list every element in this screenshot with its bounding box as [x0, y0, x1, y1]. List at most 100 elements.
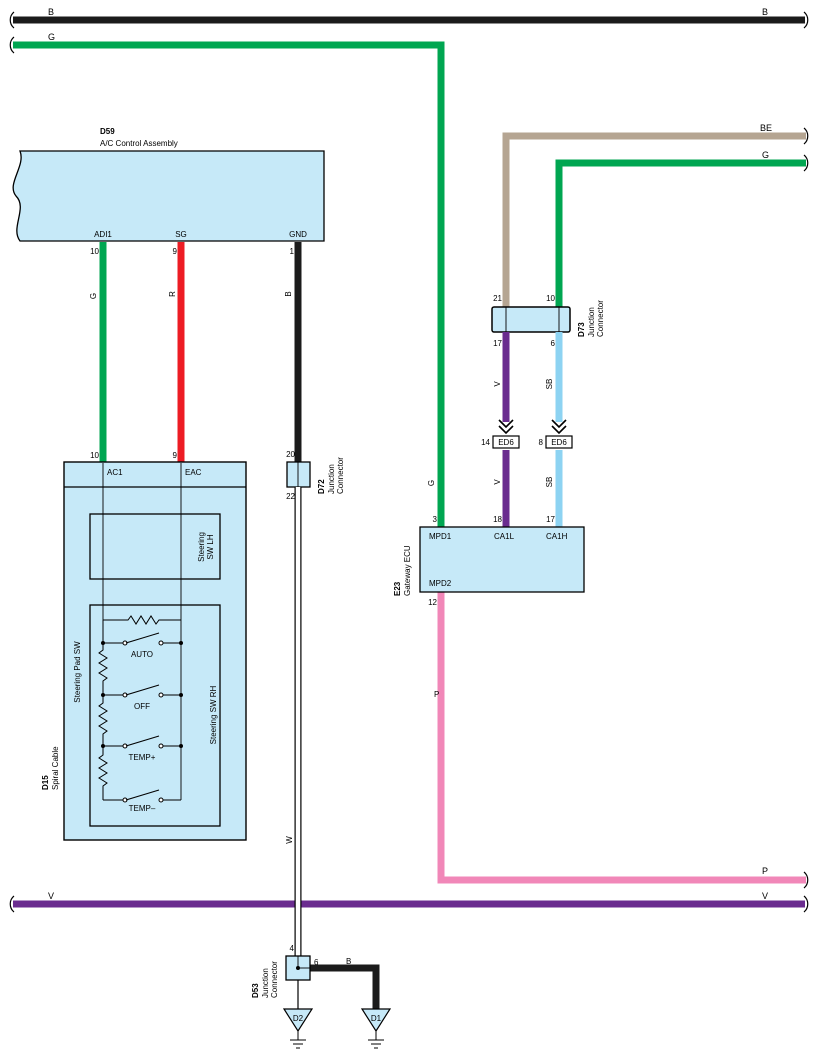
d72-line1: Junction — [327, 464, 336, 494]
d73-pin-6: 6 — [551, 339, 556, 348]
connector-ed6-b: ED6 8 — [539, 419, 573, 449]
d59-pin-adi1: ADI1 — [94, 230, 112, 239]
wire-label-d53-b: B — [346, 957, 351, 966]
ground-d1-triangle — [360, 1008, 392, 1033]
component-d53: B 4 6 D53 Junction Connector — [251, 944, 380, 1009]
wire-label-be-right: BE — [760, 123, 772, 133]
d59-name: A/C Control Assembly — [100, 139, 178, 148]
bus-wire-v: V V — [9, 891, 809, 913]
ed6-b-label: ED6 — [551, 438, 567, 447]
d53-code: D53 — [251, 983, 260, 998]
e23-pin-ca1h: CA1H — [546, 532, 568, 541]
e23-pinnum-ca1h: 17 — [546, 515, 555, 524]
d53-pin-4: 4 — [290, 944, 295, 953]
wire-label-b-right: B — [762, 7, 768, 17]
wire-break-right-be — [803, 127, 809, 145]
connector-ed6-a: ED6 14 — [481, 419, 520, 449]
d73-line2: Connector — [596, 300, 605, 337]
d59-pin-gnd: GND — [289, 230, 307, 239]
wire-label-b-left: B — [48, 7, 54, 17]
wire-p — [437, 592, 806, 884]
switch-temp-down: TEMP– — [103, 789, 181, 813]
wire-break-left-b — [9, 11, 15, 29]
bus-wire-b: B B — [9, 7, 809, 29]
wire-label-v-left: V — [48, 891, 54, 901]
d59-pinnum-sg: 9 — [173, 247, 178, 256]
wire-label-v-right: V — [762, 891, 768, 901]
d72-line2: Connector — [336, 457, 345, 494]
wire-label-d59-adi1: G — [89, 293, 98, 299]
d72-code: D72 — [317, 479, 326, 494]
ground-d2: D2 — [282, 1008, 314, 1049]
component-e23: 3 18 17 12 MPD1 CA1L CA1H MPD2 E23 Gatew… — [393, 515, 585, 607]
d73-body — [491, 306, 571, 333]
steering-sw-rh-label: Steering SW RH — [209, 685, 218, 744]
wire-g-top — [13, 41, 445, 528]
ed6-b-chevron — [551, 419, 567, 435]
wire-break-left-v — [9, 895, 15, 913]
d73-pin-21: 21 — [493, 294, 502, 303]
d73-pin-17: 17 — [493, 339, 502, 348]
bus-wire-g: G — [9, 32, 445, 528]
ed6-a-label: ED6 — [498, 438, 514, 447]
ground-d1: D1 — [360, 1008, 392, 1049]
d15-pinnum-eac: 9 — [173, 451, 178, 460]
e23-pin-mpd1: MPD1 — [429, 532, 452, 541]
e23-pin-mpd2: MPD2 — [429, 579, 452, 588]
switch-auto: AUTO — [101, 632, 183, 659]
d15-pin-ac1: AC1 — [107, 468, 123, 477]
d53-line1: Junction — [261, 968, 270, 998]
wire-label-d59-sg: R — [168, 291, 177, 297]
d59-pinnum-gnd: 1 — [290, 247, 295, 256]
steering-sw-lh-label-2: SW LH — [206, 534, 215, 560]
switch-temp-down-label: TEMP– — [129, 804, 156, 813]
wire-label-ed6-v: V — [493, 479, 502, 485]
e23-pinnum-ca1l: 18 — [493, 515, 502, 524]
wire-break-right-p — [803, 871, 809, 889]
wire-label-ecu-mpd2: P — [434, 690, 439, 699]
resistor-top — [103, 615, 181, 625]
wire-break-left-g — [9, 36, 15, 54]
e23-pinnum-mpd2: 12 — [428, 598, 437, 607]
steering-sw-rh — [89, 604, 221, 827]
e23-pinnum-mpd1: 3 — [433, 515, 438, 524]
ground-d2-label: D2 — [293, 1014, 304, 1023]
steering-pad-sw-label: Steering Pad SW — [73, 641, 82, 703]
d59-pin-sg: SG — [175, 230, 187, 239]
component-d59: D59 A/C Control Assembly ADI1 SG GND 10 … — [12, 127, 325, 256]
d73-code: D73 — [577, 322, 586, 337]
ground-d1-label: D1 — [371, 1014, 382, 1023]
wire-label-d73-sb: SB — [545, 379, 554, 390]
bus-wire-g2: G — [555, 150, 809, 308]
d72-pin-bottom: 22 — [286, 492, 295, 501]
wire-label-ed6-sb: SB — [545, 477, 554, 488]
ground-d2-triangle — [282, 1008, 314, 1033]
d59-code: D59 — [100, 127, 115, 136]
wire-label-p-right: P — [762, 866, 768, 876]
wire-label-ecu-mpd1: G — [427, 480, 436, 486]
switch-off: OFF — [101, 684, 183, 711]
d73-pin-10: 10 — [546, 294, 555, 303]
steering-sw-lh-label-1: Steering — [197, 532, 206, 562]
e23-body — [419, 526, 585, 593]
component-d15: 10 9 AC1 EAC D15 Spiral Cable Steering S… — [41, 451, 247, 841]
switch-auto-label: AUTO — [131, 650, 153, 659]
d72-pin-top: 20 — [286, 450, 295, 459]
switch-temp-up-label: TEMP+ — [129, 753, 156, 762]
wire-break-right-v — [803, 895, 809, 913]
d15-name: Spiral Cable — [51, 746, 60, 790]
e23-name: Gateway ECU — [403, 545, 412, 596]
d73-line1: Junction — [587, 307, 596, 337]
wire-g2 — [555, 159, 806, 308]
d15-pinnum-ac1: 10 — [90, 451, 99, 460]
wire-label-g2-right: G — [762, 150, 769, 160]
d59-pinnum-adi1: 10 — [90, 247, 99, 256]
d15-pin-eac: EAC — [185, 468, 202, 477]
wire-be — [502, 132, 806, 308]
wire-label-g-left: G — [48, 32, 55, 42]
ed6-a-chevron — [498, 419, 514, 435]
steering-sw-lh — [89, 513, 221, 580]
d72-body — [286, 461, 311, 488]
